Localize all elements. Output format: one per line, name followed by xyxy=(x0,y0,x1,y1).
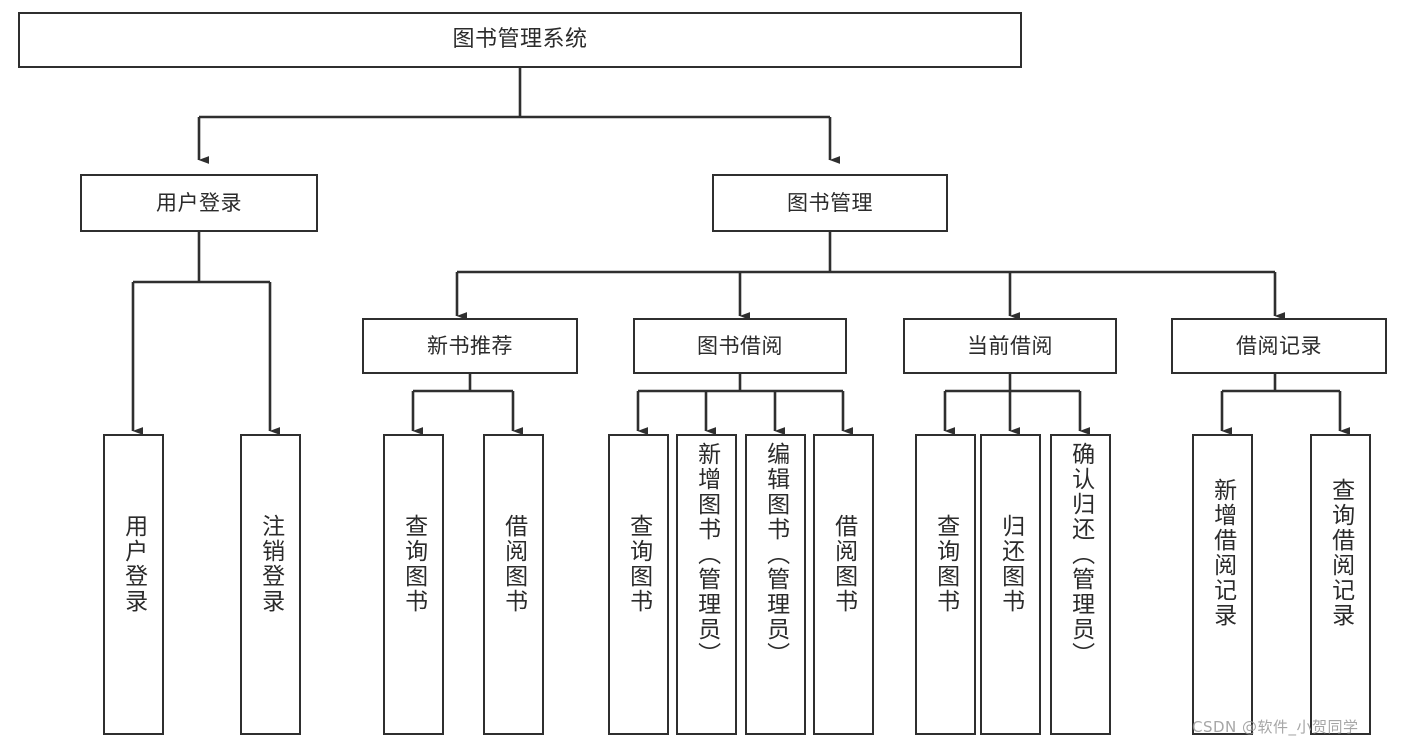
node-label: 当前借阅 xyxy=(967,333,1053,358)
node-label: 图书管理系统 xyxy=(452,27,588,53)
node-label: 查询图书 xyxy=(400,514,427,614)
leaf-add-borrow-record[interactable]: 新增借阅记录 xyxy=(1192,434,1253,735)
node-label: 查询图书 xyxy=(625,514,652,614)
node-label: 编辑图书（管理员） xyxy=(762,442,789,667)
node-label: 查询图书 xyxy=(932,514,959,614)
leaf-logout[interactable]: 注销登录 xyxy=(240,434,301,735)
node-label: 借阅图书 xyxy=(830,514,857,614)
leaf-query-book-current[interactable]: 查询图书 xyxy=(915,434,976,735)
node-label: 借阅记录 xyxy=(1236,333,1322,358)
leaf-user-login[interactable]: 用户登录 xyxy=(103,434,164,735)
leaf-query-book-borrow[interactable]: 查询图书 xyxy=(608,434,669,735)
node-label: 用户登录 xyxy=(120,514,147,614)
node-borrow-record[interactable]: 借阅记录 xyxy=(1171,318,1387,374)
node-label: 新增图书（管理员） xyxy=(693,442,720,667)
leaf-add-book-admin[interactable]: 新增图书（管理员） xyxy=(676,434,737,735)
leaf-return-book[interactable]: 归还图书 xyxy=(980,434,1041,735)
node-label: 用户登录 xyxy=(156,190,242,215)
node-user-login[interactable]: 用户登录 xyxy=(80,174,318,232)
leaf-query-book-recommend[interactable]: 查询图书 xyxy=(383,434,444,735)
leaf-query-borrow-record[interactable]: 查询借阅记录 xyxy=(1310,434,1371,735)
node-label: 图书借阅 xyxy=(697,333,783,358)
node-label: 查询借阅记录 xyxy=(1327,478,1354,628)
node-label: 注销登录 xyxy=(257,514,284,614)
node-label: 新书推荐 xyxy=(427,333,513,358)
node-book-borrow[interactable]: 图书借阅 xyxy=(633,318,847,374)
node-label: 确认归还（管理员） xyxy=(1067,442,1094,667)
node-label: 借阅图书 xyxy=(500,514,527,614)
node-new-book-recommend[interactable]: 新书推荐 xyxy=(362,318,578,374)
leaf-edit-book-admin[interactable]: 编辑图书（管理员） xyxy=(745,434,806,735)
node-label: 归还图书 xyxy=(997,514,1024,614)
node-label: 图书管理 xyxy=(787,190,873,215)
csdn-watermark: CSDN @软件_小贺同学 xyxy=(1192,718,1359,736)
node-label: 新增借阅记录 xyxy=(1209,478,1236,628)
node-root-book-management-system[interactable]: 图书管理系统 xyxy=(18,12,1022,68)
leaf-confirm-return-admin[interactable]: 确认归还（管理员） xyxy=(1050,434,1111,735)
node-current-borrow[interactable]: 当前借阅 xyxy=(903,318,1117,374)
leaf-borrow-book[interactable]: 借阅图书 xyxy=(813,434,874,735)
leaf-borrow-book-recommend[interactable]: 借阅图书 xyxy=(483,434,544,735)
node-book-management[interactable]: 图书管理 xyxy=(712,174,948,232)
